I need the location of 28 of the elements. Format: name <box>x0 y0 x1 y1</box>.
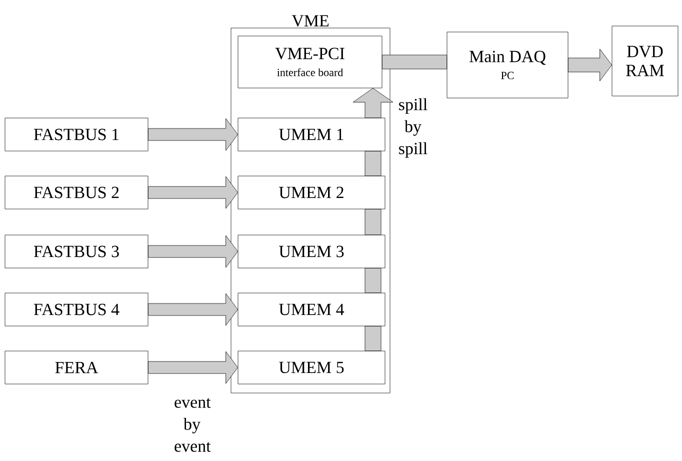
edge-label: event by event <box>173 397 211 453</box>
block-arrow <box>364 151 382 176</box>
module-box: UMEM 2 <box>238 176 386 210</box>
block-arrow <box>148 118 238 151</box>
block-arrow <box>364 268 382 293</box>
block-arrow <box>568 48 612 82</box>
module-box: UMEM 5 <box>238 350 386 384</box>
module-box: UMEM 3 <box>238 234 386 268</box>
block-arrow <box>364 326 382 351</box>
edge-label: spill by spill <box>394 97 432 159</box>
module-box: FASTBUS 1 <box>4 118 148 152</box>
block-arrow <box>148 351 238 384</box>
module-box: FASTBUS 3 <box>4 234 148 268</box>
block-arrow <box>364 209 382 235</box>
node-label: VME <box>292 15 329 27</box>
block-arrow <box>148 293 238 326</box>
computer-box: Main DAQ PC <box>446 32 568 98</box>
module-box: UMEM 1 <box>238 118 386 152</box>
block-arrow <box>148 235 238 268</box>
module-box: FERA <box>4 350 148 384</box>
block-arrow <box>148 176 238 209</box>
board-box: VME-PCI interface board <box>238 36 382 88</box>
module-box: FASTBUS 4 <box>4 292 148 326</box>
block-arrow <box>382 54 447 70</box>
storage-box: DVD RAM <box>612 26 678 96</box>
module-box: UMEM 4 <box>238 292 386 326</box>
block-arrow <box>352 88 394 118</box>
module-box: FASTBUS 2 <box>4 176 148 210</box>
